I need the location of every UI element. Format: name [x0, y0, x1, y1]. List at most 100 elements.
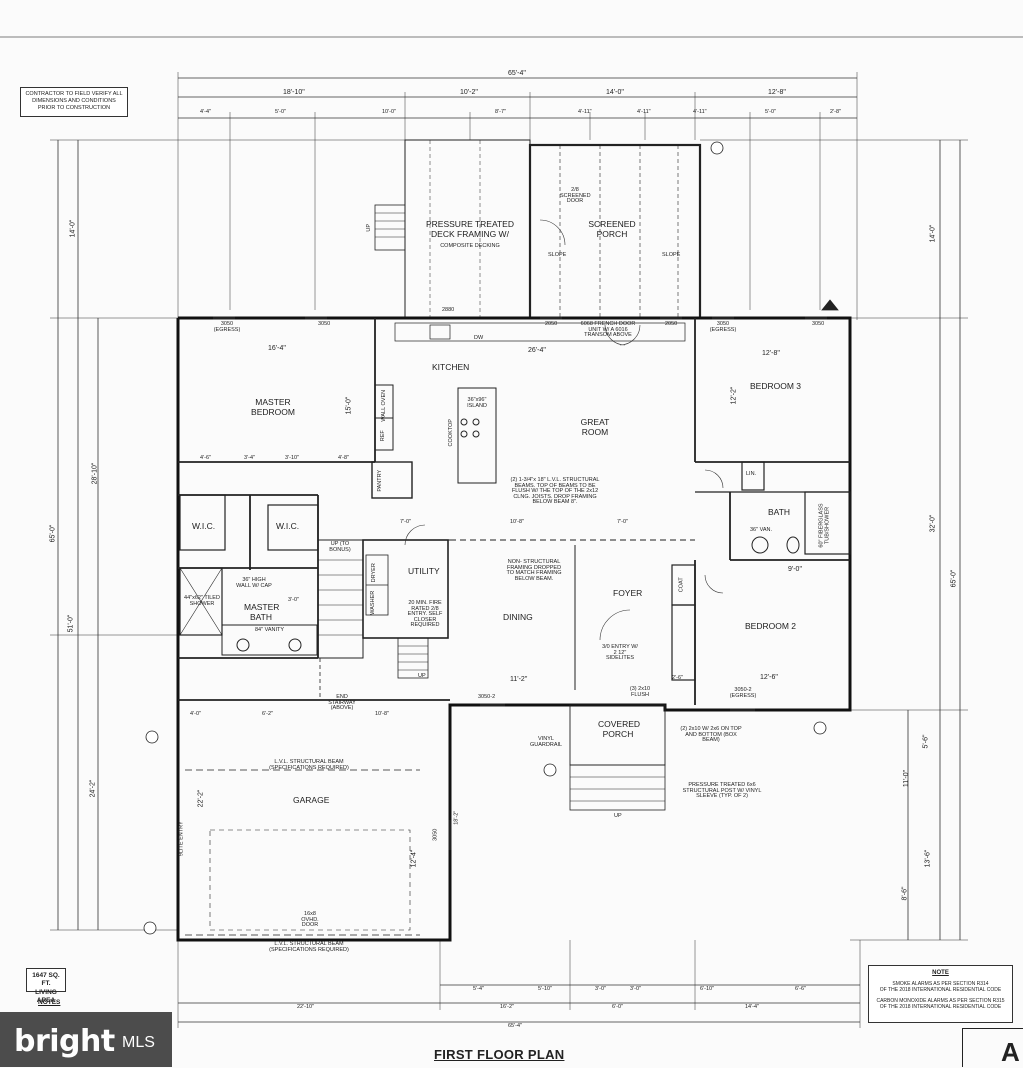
- dim-right-b: 32'-0": [929, 514, 937, 533]
- dim-left-c: 51'-0": [67, 614, 75, 633]
- dim-bottom2-d: 14'-4": [745, 1004, 760, 1010]
- dim-br3-width: 12'-8": [762, 350, 780, 357]
- wall-oven-label: WALL OVEN: [381, 389, 388, 422]
- ref-label: REF: [379, 430, 386, 442]
- dim-right-total: 65'-0": [950, 569, 958, 588]
- dryer-label: DRYER: [370, 563, 377, 583]
- up-bonus-label: UP (TO BONUS): [329, 541, 351, 553]
- dim-top3-d: 8'-7": [495, 109, 506, 115]
- dim-bottom2-a: 22'-10": [297, 1004, 315, 1010]
- dim-right-f: 13'-6": [924, 849, 932, 868]
- sheet-letter: A: [1001, 1037, 1020, 1067]
- alarm-note-line1: SMOKE ALARMS AS PER SECTION R314: [892, 980, 989, 987]
- deck-up-label: UP: [366, 223, 373, 232]
- post-note: PRESSURE TREATED 6x6 STRUCTURAL POST W/ …: [682, 782, 762, 799]
- dim-top3-h: 5'-0": [765, 109, 776, 115]
- room-bedroom2: BEDROOM 2: [745, 621, 797, 631]
- wall-cap-note: 36" HIGH WALL W/ CAP: [236, 577, 272, 589]
- dim-inner-l: 3'-0": [288, 597, 299, 603]
- screened-door-label: 2/8 SCREENED DOOR: [560, 187, 591, 204]
- porch-up-label: UP: [614, 813, 622, 819]
- dim-dining: 11'-2": [510, 676, 528, 683]
- french-door-note: 6068 FRENCH DOOR UNIT W/ A 6016 TRANSOM …: [580, 321, 636, 338]
- dim-top3-c: 10'-0": [382, 109, 397, 115]
- notes-label: NOTES: [38, 999, 61, 1006]
- dim-kitchen-width: 26'-4": [528, 347, 546, 354]
- dim-garage-height: 22'-2": [197, 789, 205, 808]
- dim-right-e: 11'-0": [903, 769, 911, 788]
- plan-title: FIRST FLOOR PLAN: [434, 1047, 565, 1062]
- dim-inner-j: 10'-8": [375, 711, 390, 717]
- dim-left-a: 14'-0": [69, 219, 77, 238]
- room-deck-sub: COMPOSITE DECKING: [440, 242, 500, 249]
- dim-top3-e: 4'-11": [578, 109, 592, 115]
- guardrail-note: VINYL GUARDRAIL: [530, 736, 563, 748]
- slope-label-2: SLOPE: [662, 252, 681, 258]
- logo-sub: MLS: [122, 1034, 155, 1051]
- dim-bottom1-d: 3'-0": [630, 986, 641, 992]
- living-area-sqft: 1647 SQ. FT.: [32, 972, 60, 988]
- dim-left-d: 24'-2": [89, 779, 97, 798]
- cooktop-label: COOKTOP: [447, 419, 454, 447]
- end-stairway-note: END STAIRWAY (ABOVE): [328, 694, 356, 711]
- dim-inner-g: 7'-0": [617, 519, 628, 525]
- window-w7: 3050: [812, 321, 825, 327]
- dim-top2-c: 14'-0": [606, 89, 624, 96]
- room-master-bedroom: MASTER BEDROOM: [251, 397, 295, 417]
- room-great-room: GREAT ROOM: [580, 417, 610, 437]
- room-garage: GARAGE: [293, 795, 330, 805]
- dim-bottom1-c: 3'-0": [595, 986, 606, 992]
- slope-label-1: SLOPE: [548, 252, 567, 258]
- island-label: 36"x96" ISLAND: [467, 397, 487, 409]
- dim-top3-g: 4'-11": [693, 109, 707, 115]
- room-screened-porch: SCREENED PORCH: [588, 219, 636, 239]
- dim-bottom1-a: 5'-4": [473, 986, 484, 992]
- alarm-note-line3: CARBON MONOXIDE ALARMS AS PER SECTION R3…: [876, 997, 1005, 1004]
- room-utility: UTILITY: [408, 566, 440, 576]
- room-deck: PRESSURE TREATED DECK FRAMING W/ COMPOSI…: [425, 219, 515, 249]
- ovhd-door-label: 16x8 OVHD. DOOR: [301, 911, 319, 928]
- lvl-beams-note: (2) 1-3/4"x 18" L.V.L. STRUCTURAL BEAMS.…: [510, 477, 600, 505]
- room-covered-porch: COVERED PORCH: [598, 719, 641, 739]
- dim-master-width: 16'-4": [268, 345, 286, 352]
- dim-br2-height: 9'-0": [788, 566, 802, 573]
- dim-bottom2-b: 16'-2": [500, 1004, 515, 1010]
- dim-top3-b: 5'-0": [275, 109, 286, 115]
- utility-up-label: UP: [418, 673, 426, 679]
- dim-inner-m: 2'-6": [672, 675, 683, 681]
- dim-bottom1-f: 6'-6": [795, 986, 806, 992]
- window-w9: 3050-2 (EGRESS): [729, 687, 757, 699]
- tiled-shower-label: 44"x62" TILED SHOWER: [184, 595, 220, 607]
- alarm-note-line2: OF THE 2018 INTERNATIONAL RESIDENTIAL CO…: [879, 987, 1002, 994]
- contractor-note-text: CONTRACTOR TO FIELD VERIFY ALL DIMENSION…: [25, 91, 123, 112]
- window-w2: 3050: [318, 321, 331, 327]
- washer-label: WASHER: [370, 590, 377, 615]
- nonstructural-note: NON- STRUCTURAL FRAMING DROPPED TO MATCH…: [506, 559, 562, 582]
- lvl-garage-bottom: L.V.L. STRUCTURAL BEAM (SPECIFICATIONS R…: [269, 941, 349, 953]
- dim-right-d: 5'-6": [922, 734, 930, 749]
- dim-bottom1-e: 6'-10": [700, 986, 715, 992]
- dim-inner-b: 3'-4": [244, 455, 255, 461]
- room-deck-label: PRESSURE TREATED DECK FRAMING W/: [425, 219, 514, 239]
- dim-overall-top: 65'-4": [508, 70, 526, 77]
- dim-inner-h: 4'-0": [190, 711, 201, 717]
- logo-main: bright: [14, 1024, 115, 1059]
- dim-left-b: 28'-10": [91, 462, 99, 485]
- pantry-label: PANTRY: [377, 469, 384, 492]
- fire-door-note: 20 MIN. FIRE RATED 2/8 ENTRY. SELF CLOSE…: [407, 600, 443, 628]
- dim-inner-a: 4'-6": [200, 455, 211, 461]
- alarm-note-box: NOTE SMOKE ALARMS AS PER SECTION R314 OF…: [868, 965, 1013, 1023]
- window-w10: 3050: [432, 828, 439, 841]
- dim-right-g: 8'-6": [901, 886, 909, 901]
- dim-inner-k: 18'-2": [453, 810, 460, 825]
- dim-right-a: 14'-0": [929, 224, 937, 243]
- alarm-note-line4: OF THE 2018 INTERNATIONAL RESIDENTIAL CO…: [879, 1004, 1002, 1011]
- dim-top2-d: 12'-8": [768, 89, 786, 96]
- dim-bottom1-b: 5'-10": [538, 986, 553, 992]
- entry-note: 3/0 ENTRY W/ 2 12" SIDELITES: [602, 644, 638, 661]
- dim-br3-height: 12'-2": [730, 386, 738, 405]
- room-master-bath: MASTER BATH: [244, 602, 280, 622]
- room-bedroom3: BEDROOM 3: [750, 381, 802, 391]
- sheet-corner: A: [962, 1028, 1023, 1067]
